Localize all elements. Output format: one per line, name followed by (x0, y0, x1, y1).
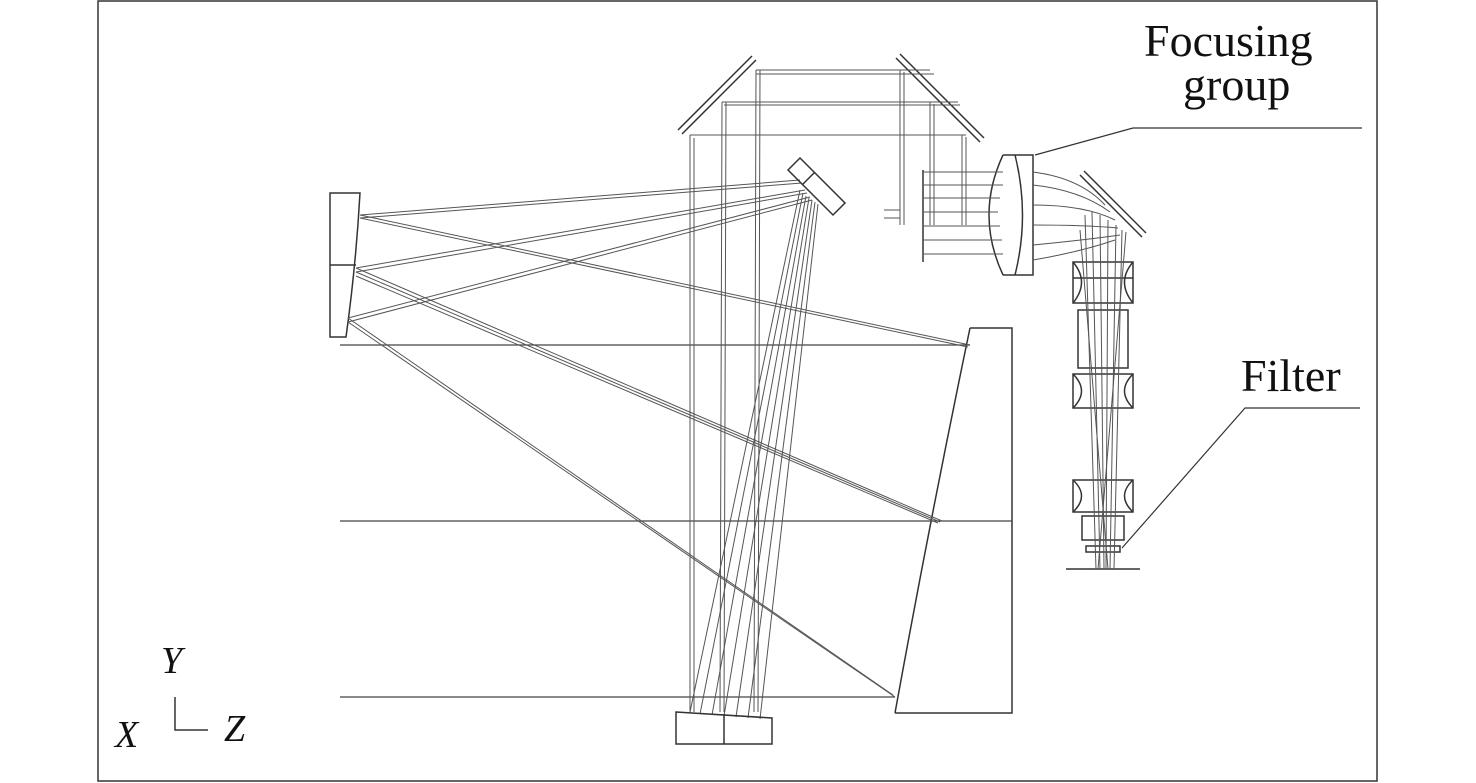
fold-mirror (786, 156, 847, 217)
periscope-mirrors (677, 53, 985, 143)
axis-label-y: Y (161, 640, 183, 682)
focusing-group-lens (922, 154, 1034, 276)
periscope-vertical-beams (689, 69, 761, 713)
axis-label-z: Z (224, 708, 246, 750)
filter-leader (1121, 407, 1360, 549)
focusing-group-label-line1: Focusing (1144, 15, 1313, 66)
top-horizontal-beams (690, 69, 966, 136)
rays-primary-to-secondary (347, 214, 971, 698)
rays-fold-to-detector (689, 189, 819, 720)
diagram-border (97, 0, 1378, 782)
rays-through-focusing-group (923, 171, 1121, 261)
axis-label-x: X (115, 714, 139, 756)
bottom-prism (675, 711, 773, 745)
descending-beams (884, 70, 967, 225)
rays-relay-column (1079, 211, 1127, 570)
axis-indicator (174, 697, 208, 731)
filter-element (1066, 545, 1140, 570)
rays-secondary-to-fold (347, 179, 813, 323)
incoming-beams (340, 344, 1012, 698)
leader-lines (1034, 127, 1362, 549)
focusing-group-label-line2: group (1183, 59, 1291, 110)
relay-lens-column (1072, 261, 1134, 541)
filter-label: Filter (1241, 350, 1341, 401)
secondary-mirror (329, 192, 361, 338)
right-fold-mirror (1079, 170, 1147, 238)
focusing-group-leader (1034, 127, 1362, 156)
